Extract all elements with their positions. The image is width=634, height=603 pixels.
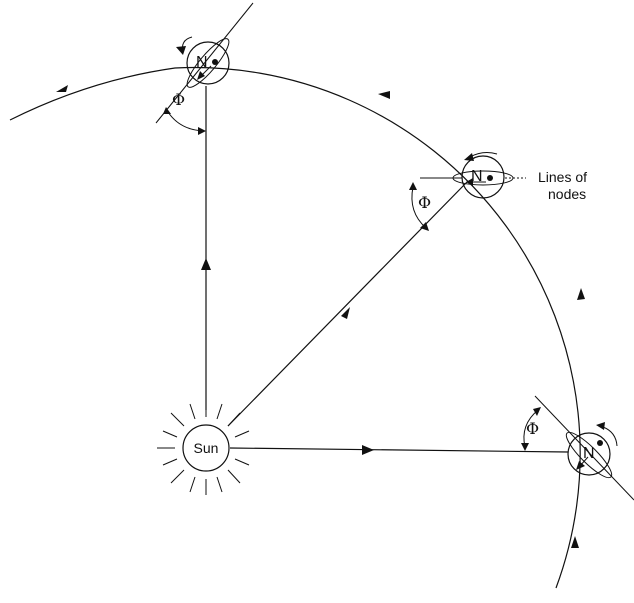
planet-middle-spin-axis-arrow	[466, 178, 473, 186]
planet-right-label: N	[583, 445, 595, 462]
orbit-arrow-top-left	[56, 85, 68, 92]
sun-label: Sun	[194, 440, 219, 456]
planet-right-rotation-arrow	[603, 427, 617, 446]
orbit-arrow-bottom	[571, 536, 579, 548]
angle-arc-top-arrow-b	[198, 127, 206, 135]
nodes-label-line2: nodes	[548, 186, 586, 202]
sun-to-planet-middle-line	[228, 182, 467, 426]
angle-label-middle: Φ	[418, 193, 431, 212]
planet-top-disc	[187, 42, 229, 84]
nodes-label-line1: Lines of	[538, 169, 587, 185]
sun-to-planet-right-line	[230, 448, 568, 452]
planet-top-orbit-ellipse	[182, 34, 234, 92]
planet-top-rotation-arrowhead	[176, 46, 186, 55]
angle-arc-top-arrow-a	[163, 107, 171, 114]
angle-arc-right-arrow-a	[533, 407, 541, 416]
sun-line-right-arrow	[362, 445, 374, 455]
angle-arc-right-arrow-b	[521, 443, 529, 451]
angle-arc-middle-arrow-a	[409, 182, 417, 190]
planet-middle-dot	[487, 175, 493, 181]
orbit-arrow-right	[577, 288, 585, 300]
planet-right-dot	[597, 440, 603, 446]
planet-middle-rotation-arrowhead	[464, 153, 474, 161]
sun-line-top-arrow	[201, 258, 211, 270]
planet-middle: N Φ	[409, 153, 526, 231]
planet-top-dot	[212, 59, 218, 65]
nodes-label: Lines of nodes	[538, 169, 587, 202]
orbit-arrow-upper	[378, 91, 390, 99]
planet-right-rotation-arrowhead	[596, 422, 605, 430]
planet-middle-disc	[462, 156, 504, 198]
planet-top-label: N	[196, 54, 208, 71]
angle-label-top: Φ	[172, 90, 185, 109]
orbit-path	[10, 68, 580, 588]
